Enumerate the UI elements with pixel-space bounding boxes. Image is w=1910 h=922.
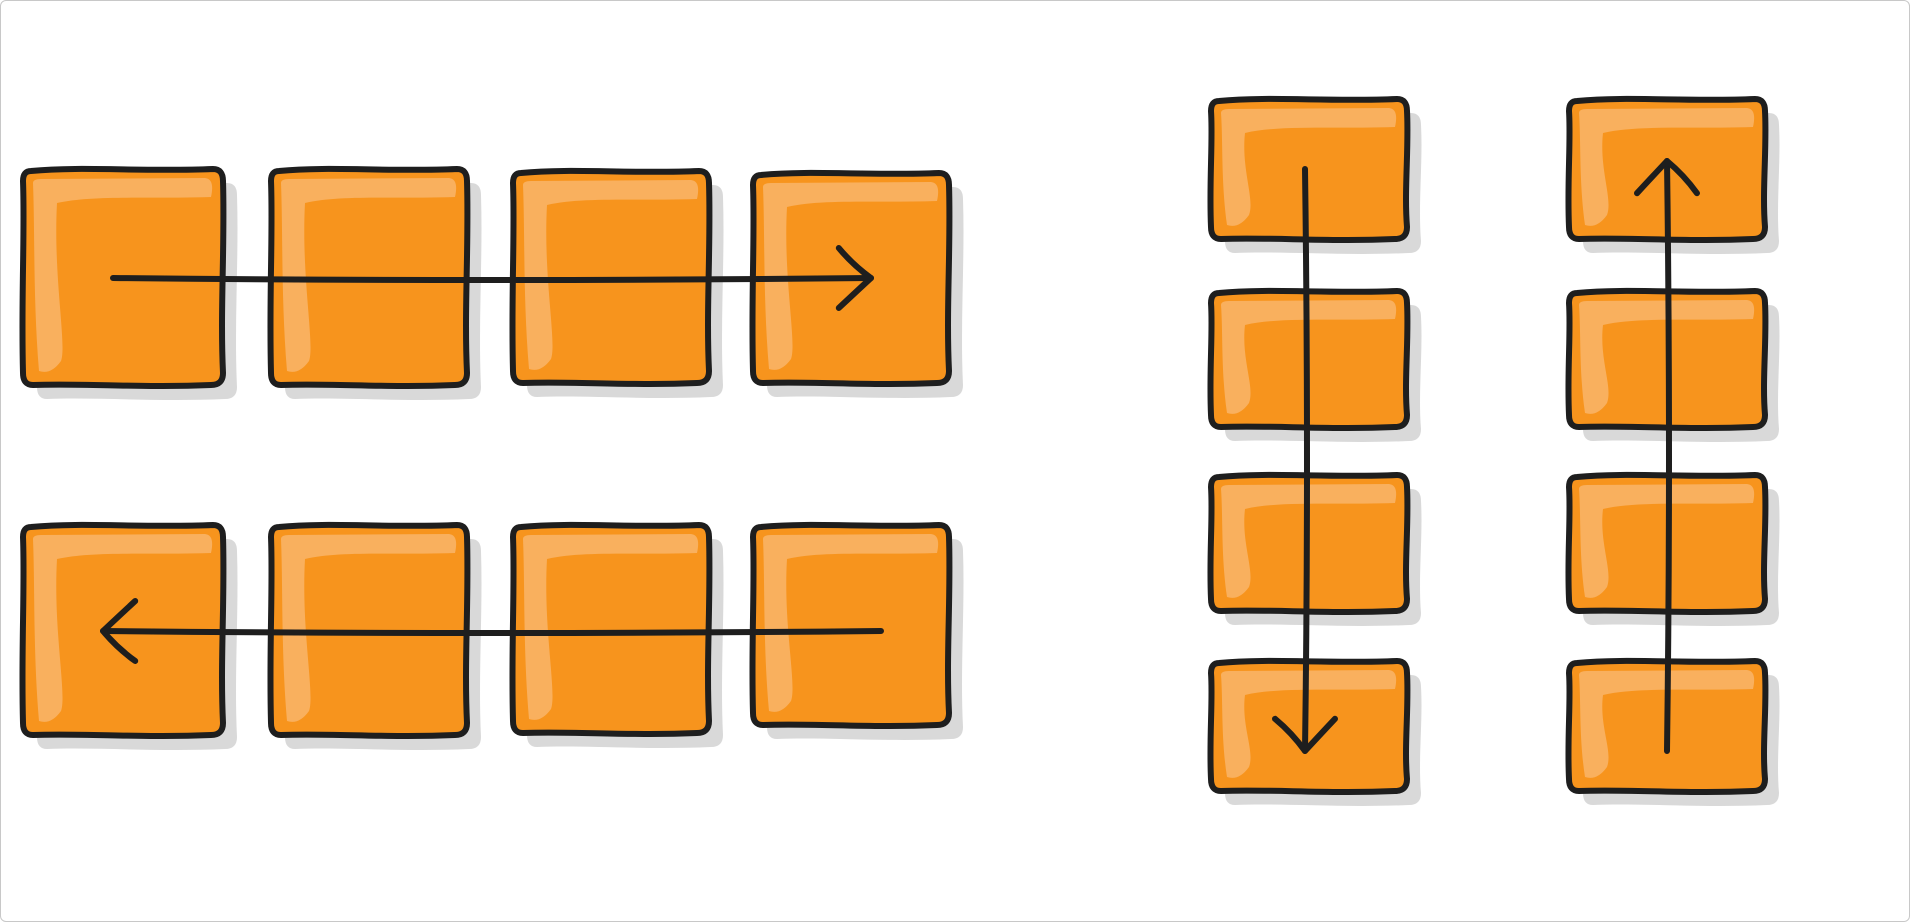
column-bottom-to-top-box-2-highlight (1579, 300, 1755, 414)
arrows (100, 158, 1700, 754)
row-left-to-right-box-3-highlight (523, 180, 699, 370)
row-left-to-right-box-1-highlight (33, 178, 213, 372)
arrow-right-icon (110, 245, 874, 311)
row-left-to-right-arrow-head (835, 245, 874, 311)
row-right-to-left-box-1-highlight (33, 534, 213, 722)
column-bottom-to-top-arrow-head (1634, 158, 1700, 197)
row-right-to-left-arrow-shaft (100, 628, 884, 636)
boxes (19, 95, 1769, 795)
row-right-to-left-arrow-head (100, 598, 139, 664)
row-left-to-right-box-4-highlight (763, 182, 939, 370)
column-top-to-bottom-box-4 (1207, 657, 1411, 795)
row-right-to-left-box-4-highlight (763, 534, 939, 712)
arrow-down-icon (1272, 166, 1338, 754)
row-right-to-left-box-3-body (509, 521, 713, 737)
column-top-to-bottom-box-1-highlight (1221, 108, 1397, 226)
row-left-to-right-box-2-highlight (281, 178, 457, 372)
row-left-to-right-arrow-shaft (110, 275, 874, 283)
row-right-to-left-box-4-body (749, 521, 953, 729)
column-bottom-to-top-box-3-highlight (1579, 484, 1755, 598)
column-top-to-bottom-box-1 (1207, 95, 1411, 243)
row-right-to-left-box-3-highlight (523, 534, 699, 720)
column-top-to-bottom-box-4-highlight (1221, 670, 1397, 778)
row-right-to-left-box-4 (749, 521, 953, 729)
row-right-to-left-box-2-highlight (281, 534, 457, 722)
column-top-to-bottom-arrow-head (1272, 715, 1338, 754)
column-bottom-to-top-box-4-highlight (1579, 670, 1755, 778)
column-top-to-bottom-box-1-body (1207, 95, 1411, 243)
column-top-to-bottom-box-4-body (1207, 657, 1411, 795)
column-bottom-to-top-arrow-shaft (1664, 158, 1672, 754)
column-top-to-bottom-box-2-highlight (1221, 300, 1397, 414)
arrow-left-icon (100, 598, 884, 664)
column-bottom-to-top-box-1-highlight (1579, 108, 1755, 226)
arrow-up-icon (1634, 158, 1700, 754)
column-top-to-bottom-arrow-shaft (1302, 166, 1310, 754)
column-top-to-bottom-box-3-highlight (1221, 484, 1397, 598)
row-right-to-left-box-3 (509, 521, 713, 737)
